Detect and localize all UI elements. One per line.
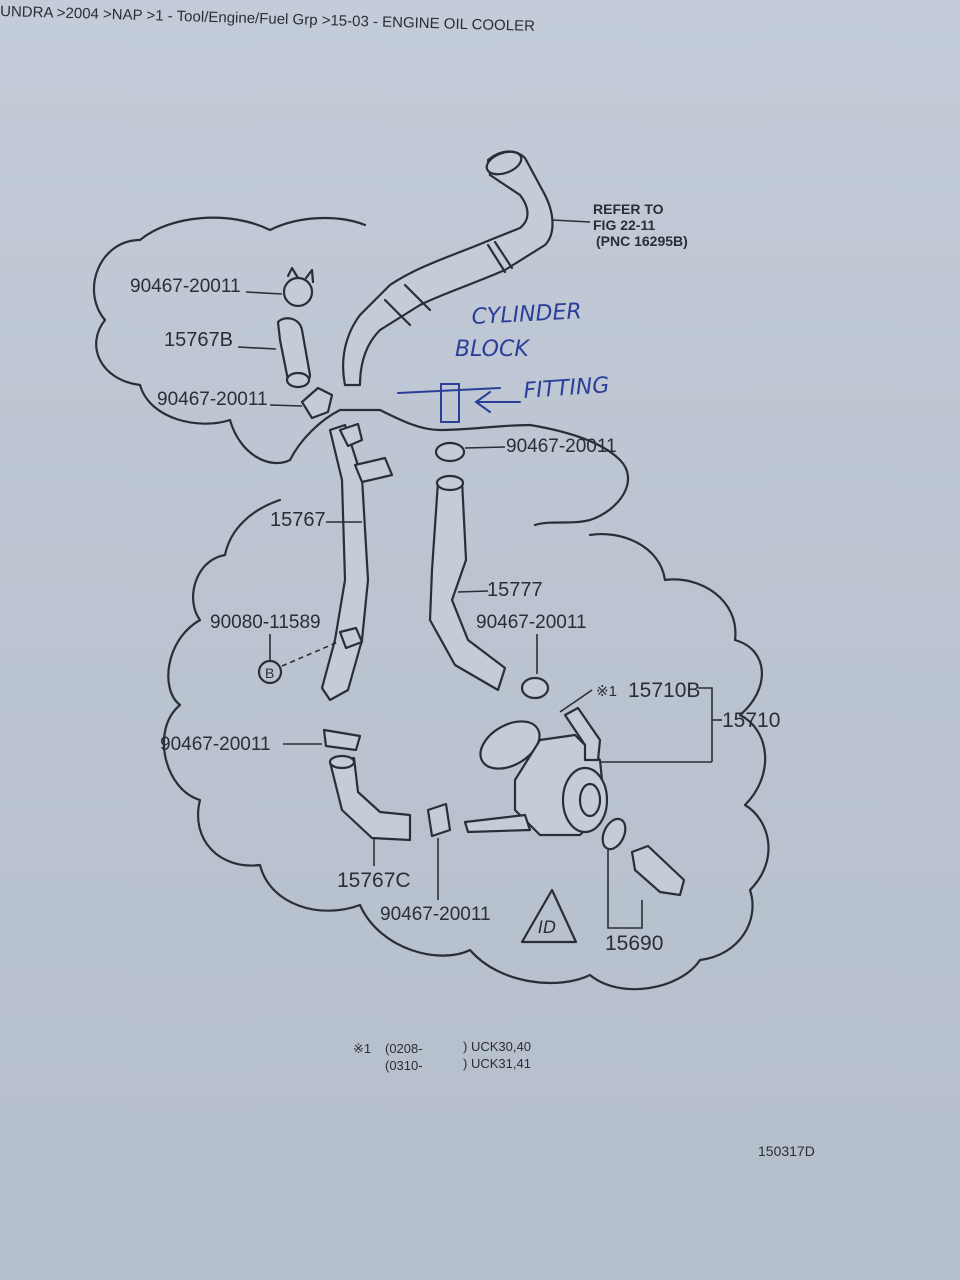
fitting-sketch: [440, 383, 460, 423]
fitting-baseline: [397, 387, 501, 394]
bolt-marker: B: [265, 665, 274, 681]
label-clamp-fitting: 90467-20011: [506, 436, 617, 457]
clamp-right-part: [520, 676, 550, 700]
label-clamp-top: 90467-20011: [130, 276, 241, 297]
fitting-arrow: [474, 391, 521, 413]
pipe-15767-flange: [338, 422, 364, 448]
clamp-fitting-part: [434, 441, 466, 463]
id-mark: ID: [538, 918, 556, 938]
clamp-mid-part: [300, 386, 334, 420]
leader-hose-b: [237, 346, 277, 350]
hose-b-end: [285, 371, 311, 389]
refer-line-2: FIG 22-11: [593, 217, 655, 233]
note-marker: ※1: [596, 683, 617, 700]
oil-cooler-outlet: [463, 813, 532, 834]
cloud-outline-top: [138, 216, 367, 242]
pipe-15767-bracket: [353, 456, 394, 484]
id-triangle-icon: [520, 888, 578, 944]
oring-part: [479, 720, 541, 770]
footnote-row2-range: (0310-: [385, 1058, 423, 1073]
annotation-fitting: FITTING: [523, 373, 611, 404]
refer-line-1: REFER TO: [593, 201, 664, 217]
refer-line-3: (PNC 16295B): [596, 233, 688, 249]
hose-c-part: [328, 756, 412, 842]
cloud-outline-lower: [162, 498, 770, 991]
leader-refer: [551, 219, 591, 223]
label-hose-15777: 15777: [487, 579, 543, 601]
upper-hose-ring: [486, 240, 514, 274]
clamp-bottom-part: [426, 802, 452, 838]
clamp-left-part: [322, 728, 362, 752]
upper-hose-sleeve: [383, 283, 432, 327]
footnote-row1-models: ) UCK30,40: [463, 1039, 531, 1054]
label-hose-c: 15767C: [337, 869, 411, 892]
hose-c-end: [328, 754, 356, 770]
clamp-top-ears: [286, 266, 315, 284]
label-hose-b: 15767B: [164, 329, 233, 351]
bolt-marker-circle: [257, 659, 283, 685]
upper-hose-end: [485, 150, 523, 176]
leader-clamp-top: [245, 291, 283, 295]
label-clamp-mid: 90467-20011: [157, 389, 268, 410]
footnote-marker: ※1: [353, 1041, 371, 1056]
union-gasket: [601, 817, 627, 851]
label-clamp-bottom: 90467-20011: [380, 904, 491, 925]
union-part: [630, 844, 686, 897]
label-clamp-left: 90467-20011: [160, 734, 271, 755]
label-oring: 15710B: [628, 679, 700, 702]
leader-oring-ring: [559, 689, 593, 713]
footnote-row1-range: (0208-: [385, 1041, 423, 1056]
annotation-block: BLOCK: [455, 337, 530, 362]
leader-clamp-fitting: [464, 446, 506, 449]
bolt-part: [338, 626, 364, 650]
label-union: 15690: [605, 932, 663, 955]
oil-cooler-pipe: [563, 706, 602, 762]
leader-hose-15777: [457, 590, 489, 593]
label-bolt: 90080-11589: [210, 612, 321, 633]
hose-15777-top: [435, 474, 465, 492]
label-pipe-15767: 15767: [270, 509, 326, 531]
figure-id: 150317D: [758, 1143, 815, 1159]
hose-15777-part: [428, 478, 507, 692]
upper-hose: [342, 150, 554, 387]
leader-oring: [698, 687, 713, 762]
label-clamp-right: 90467-20011: [476, 612, 587, 633]
leader-clamp-mid: [269, 404, 303, 407]
bolt-dashed-leader: [281, 641, 339, 667]
oil-cooler-hub: [578, 782, 602, 818]
label-cooler: 15710: [722, 709, 780, 732]
leader-union: [607, 850, 643, 929]
clamp-top-part: [282, 276, 314, 308]
annotation-cylinder: CYLINDER: [471, 299, 582, 330]
cloud-outline-upper: [92, 238, 630, 527]
footnote-row2-models: ) UCK31,41: [463, 1056, 531, 1071]
breadcrumb: UNDRA >2004 >NAP >1 - Tool/Engine/Fuel G…: [0, 3, 535, 35]
